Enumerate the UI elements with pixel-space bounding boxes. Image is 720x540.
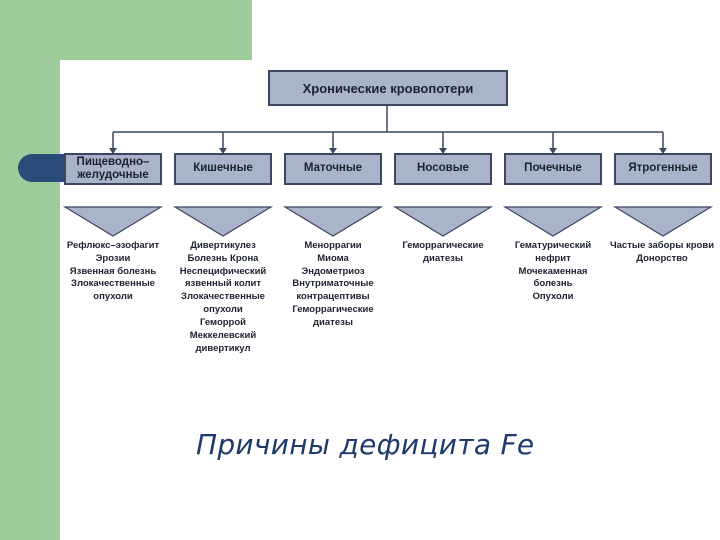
cause-item: Эрозии — [95, 252, 131, 264]
slide-tab-marker — [18, 154, 64, 182]
cause-list-iatrogenic: Частые заборы крови Донорство — [606, 240, 718, 266]
cause-item: Геморрагические — [292, 304, 374, 316]
cause-item: опухоли — [203, 304, 243, 316]
cause-item: Мочекаменная — [518, 265, 588, 277]
category-node-renal: Почечные — [504, 153, 602, 185]
triangle-pointer-6 — [612, 206, 714, 237]
root-node: Хронические кровопотери — [268, 70, 508, 106]
cause-list-intestinal: Дивертикулез Болезнь Крона Неспецифическ… — [168, 240, 278, 355]
cause-item: Язвенная болезнь — [69, 265, 157, 277]
cause-item: Опухоли — [532, 291, 574, 303]
cause-item: Гематурический — [514, 240, 592, 251]
category-label: Почечные — [524, 162, 582, 175]
cause-item: нефрит — [535, 252, 571, 264]
category-node-uterine: Маточные — [284, 153, 382, 185]
arrow-head-1 — [109, 148, 117, 154]
category-label: Маточные — [303, 162, 363, 175]
arrow-head-6 — [659, 148, 667, 154]
green-left-bar — [0, 0, 60, 540]
cause-list-esophagogastric: Рефлюкс–эзофагит Эрозии Язвенная болезнь… — [58, 240, 168, 304]
cause-item: Внутриматочные — [292, 278, 374, 290]
cause-item: Болезнь Крона — [187, 252, 259, 264]
cause-list-uterine: Меноррагии Миома Эндометриоз Внутриматоч… — [278, 240, 388, 330]
cause-item: диатезы — [423, 252, 463, 264]
cause-item: Меккелевский — [189, 329, 257, 341]
category-label: Кишечные — [193, 162, 253, 175]
category-label: Носовые — [417, 162, 469, 175]
category-node-iatrogenic: Ятрогенные — [614, 153, 712, 185]
cause-item: болезнь — [533, 278, 573, 290]
cause-list-renal: Гематурический нефрит Мочекаменная болез… — [498, 240, 608, 304]
arrow-head-4 — [439, 148, 447, 154]
cause-item: язвенный колит — [184, 278, 262, 290]
cause-item: Миома — [317, 252, 349, 264]
category-node-intestinal: Кишечные — [174, 153, 272, 185]
triangle-pointer-5 — [502, 206, 604, 237]
cause-item: Геморрагические — [402, 240, 484, 251]
cause-item: Геморрой — [199, 316, 246, 328]
category-node-nasal: Носовые — [394, 153, 492, 185]
arrow-head-3 — [329, 148, 337, 154]
cause-item: контрацептивы — [296, 291, 370, 303]
cause-item: Рефлюкс–эзофагит — [66, 240, 160, 251]
cause-item: Эндометриоз — [301, 265, 365, 277]
arrow-head-2 — [219, 148, 227, 154]
root-label: Хронические кровопотери — [302, 80, 474, 96]
slide-caption: Причины дефицита Fe — [196, 428, 535, 461]
triangle-pointer-4 — [392, 206, 494, 237]
cause-item: опухоли — [93, 291, 133, 303]
category-label: Пищеводно–желудочные — [76, 155, 150, 181]
cause-item: Донорство — [636, 252, 688, 264]
cause-item: дивертикул — [195, 342, 251, 354]
cause-item: Меноррагии — [304, 240, 362, 251]
category-label: Ятрогенные — [628, 162, 698, 175]
cause-item: диатезы — [313, 316, 353, 328]
triangle-pointer-3 — [282, 206, 384, 237]
category-node-esophagogastric: Пищеводно–желудочные — [64, 153, 162, 185]
cause-item: Частые заборы крови — [609, 240, 715, 251]
cause-item: Неспецифический — [179, 265, 267, 277]
cause-item: Злокачественные — [181, 291, 265, 303]
cause-item: Злокачественные — [71, 278, 155, 290]
triangle-pointer-2 — [172, 206, 274, 237]
arrow-head-5 — [549, 148, 557, 154]
cause-item: Дивертикулез — [190, 240, 256, 251]
cause-list-nasal: Геморрагические диатезы — [388, 240, 498, 266]
triangle-pointer-1 — [62, 206, 164, 237]
